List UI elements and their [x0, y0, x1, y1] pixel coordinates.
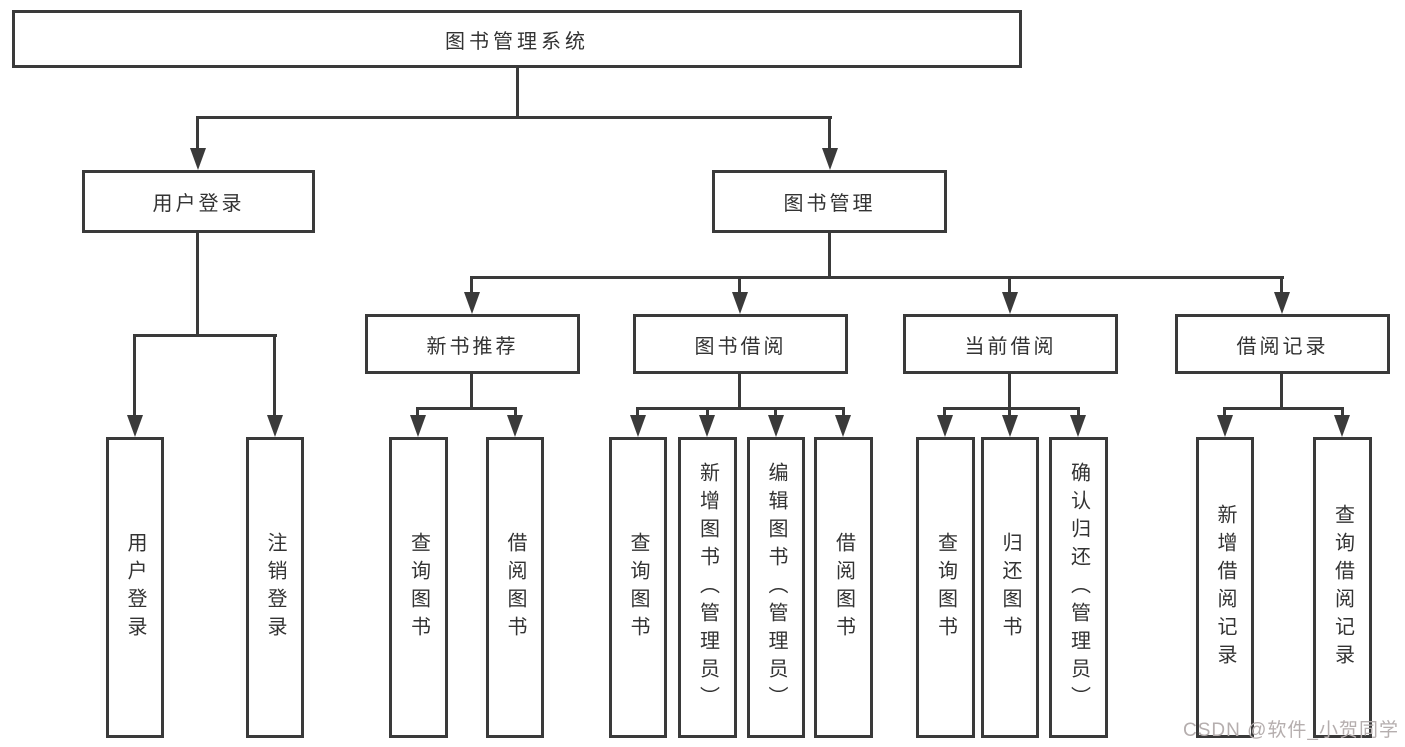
- connector-login-drop-1: [133, 334, 136, 417]
- leaf-bb-query-label: 查询图书: [627, 531, 649, 644]
- arrow-cb-return: [1002, 415, 1018, 437]
- node-new-books: 新书推荐: [365, 314, 580, 374]
- leaf-bb-edit-label: 编辑图书（管理员）: [765, 461, 787, 714]
- connector-bb-stem: [738, 374, 741, 410]
- connector-bb-drop-2: [706, 407, 709, 419]
- watermark: CSDN @软件_小贺同学: [1183, 720, 1399, 741]
- leaf-br-query: 查询借阅记录: [1313, 437, 1372, 738]
- connector-nb-stem: [470, 374, 473, 410]
- leaf-bb-query: 查询图书: [609, 437, 667, 738]
- connector-cb-drop-3: [1077, 407, 1080, 419]
- connector-bb-drop-4: [842, 407, 845, 419]
- leaf-br-add: 新增借阅记录: [1196, 437, 1254, 738]
- connector-root-stem: [516, 68, 519, 119]
- arrow-bb-edit: [768, 415, 784, 437]
- connector-login-drop-2: [273, 334, 276, 417]
- leaf-nb-query-label: 查询图书: [407, 531, 430, 644]
- leaf-bb-add: 新增图书（管理员）: [678, 437, 737, 738]
- connector-cb-split: [943, 407, 1080, 410]
- node-book-borrow: 图书借阅: [633, 314, 848, 374]
- arrow-cb-query: [937, 415, 953, 437]
- node-user-login-label: 用户登录: [152, 193, 245, 215]
- node-user-login: 用户登录: [82, 170, 315, 233]
- arrow-user-login: [190, 148, 206, 170]
- leaf-logout-label: 注销登录: [264, 531, 286, 644]
- connector-login-split: [133, 334, 277, 337]
- leaf-bb-borrow-label: 借阅图书: [832, 531, 855, 644]
- leaf-nb-borrow: 借阅图书: [486, 437, 544, 738]
- connector-cb-drop-2: [1008, 407, 1011, 419]
- node-borrow-records: 借阅记录: [1175, 314, 1390, 374]
- connector-l2-drop-left: [196, 116, 199, 150]
- connector-bb-drop-1: [636, 407, 639, 419]
- arrow-bb-query: [630, 415, 646, 437]
- connector-bb-split: [636, 407, 845, 410]
- leaf-cb-return: 归还图书: [981, 437, 1039, 738]
- connector-l3-drop-1: [470, 276, 473, 294]
- arrow-bb-borrow: [835, 415, 851, 437]
- leaf-logout: 注销登录: [246, 437, 304, 738]
- connector-l3-drop-2: [738, 276, 741, 294]
- node-book-mgmt: 图书管理: [712, 170, 947, 233]
- leaf-nb-borrow-label: 借阅图书: [504, 531, 526, 644]
- arrow-cb-confirm: [1070, 415, 1086, 437]
- arrow-book-mgmt: [822, 148, 838, 170]
- connector-mgmt-stem: [828, 233, 831, 278]
- node-current-borrow: 当前借阅: [903, 314, 1118, 374]
- connector-nb-drop-1: [416, 407, 419, 419]
- arrow-leaf-logout: [267, 415, 283, 437]
- leaf-cb-query-label: 查询图书: [934, 531, 957, 644]
- node-root: 图书管理系统: [12, 10, 1022, 68]
- leaf-cb-query: 查询图书: [916, 437, 975, 738]
- leaf-user-login-label: 用户登录: [124, 531, 146, 644]
- connector-l2-split: [196, 116, 832, 119]
- arrow-br-add: [1217, 415, 1233, 437]
- arrow-new-books: [464, 292, 480, 314]
- arrow-current-borrow: [1002, 292, 1018, 314]
- node-borrow-records-label: 借阅记录: [1236, 335, 1329, 358]
- connector-bb-drop-3: [774, 407, 777, 419]
- node-new-books-label: 新书推荐: [426, 335, 519, 358]
- arrow-borrow-records: [1274, 292, 1290, 314]
- node-book-borrow-label: 图书借阅: [694, 335, 787, 358]
- connector-br-split: [1223, 407, 1344, 410]
- connector-l3-split: [470, 276, 1284, 279]
- leaf-bb-borrow: 借阅图书: [814, 437, 873, 738]
- connector-l3-drop-4: [1280, 276, 1283, 294]
- leaf-cb-confirm-label: 确认归还（管理员）: [1067, 461, 1090, 714]
- connector-cb-stem: [1008, 374, 1011, 410]
- leaf-br-add-label: 新增借阅记录: [1214, 503, 1236, 672]
- leaf-cb-return-label: 归还图书: [999, 531, 1021, 644]
- connector-br-drop-2: [1341, 407, 1344, 419]
- connector-l2-drop-right: [828, 116, 831, 150]
- leaf-bb-add-label: 新增图书（管理员）: [696, 461, 719, 714]
- arrow-bb-add: [699, 415, 715, 437]
- arrow-leaf-user-login: [127, 415, 143, 437]
- connector-br-stem: [1280, 374, 1283, 410]
- arrow-br-query: [1334, 415, 1350, 437]
- connector-login-stem: [196, 233, 199, 337]
- arrow-book-borrow: [732, 292, 748, 314]
- node-book-mgmt-label: 图书管理: [783, 193, 876, 215]
- leaf-nb-query: 查询图书: [389, 437, 448, 738]
- leaf-bb-edit: 编辑图书（管理员）: [747, 437, 805, 738]
- connector-l3-drop-3: [1008, 276, 1011, 294]
- arrow-nb-borrow: [507, 415, 523, 437]
- node-current-borrow-label: 当前借阅: [964, 335, 1057, 358]
- leaf-br-query-label: 查询借阅记录: [1331, 503, 1354, 672]
- connector-nb-drop-2: [514, 407, 517, 419]
- connector-nb-split: [416, 407, 517, 410]
- leaf-cb-confirm: 确认归还（管理员）: [1049, 437, 1108, 738]
- arrow-nb-query: [410, 415, 426, 437]
- node-root-label: 图书管理系统: [445, 30, 589, 53]
- leaf-user-login: 用户登录: [106, 437, 164, 738]
- connector-cb-drop-1: [943, 407, 946, 419]
- connector-br-drop-1: [1223, 407, 1226, 419]
